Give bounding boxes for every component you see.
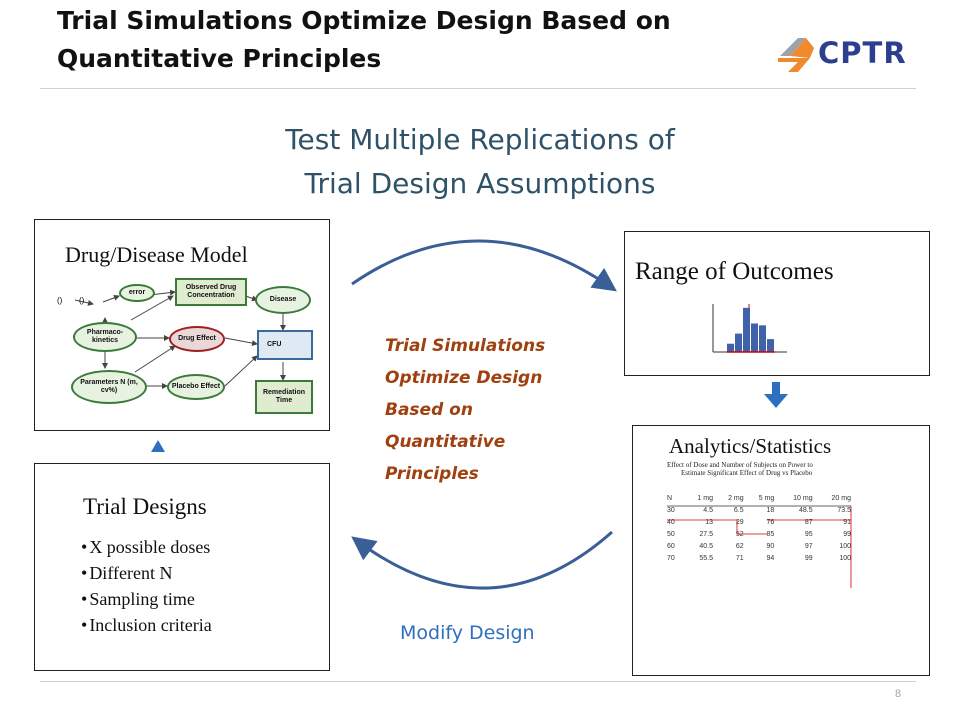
histogram-bar [767, 339, 774, 352]
analytics-statistics-panel: Analytics/Statistics Effect of Dose and … [632, 425, 930, 676]
range-of-outcomes-panel: Range of Outcomes [624, 231, 930, 376]
subtitle: Test Multiple Replications of Trial Desi… [190, 118, 770, 206]
table-cell: 40.5 [699, 542, 713, 550]
modify-design-label: Modify Design [400, 622, 535, 644]
center-line: Trial Simulations [385, 336, 546, 356]
center-line: Optimize Design [385, 368, 543, 388]
table-cell: 95 [804, 530, 813, 538]
table-cell: 76 [766, 518, 775, 526]
arrow-up-icon [151, 440, 165, 452]
table-row: 70 55.5 71 94 99 100 [667, 552, 851, 564]
analytics-caption: Effect of Dose and Number of Subjects on… [667, 461, 887, 477]
drug-disease-model-panel: Drug/Disease Model () () error Observed … [34, 219, 330, 431]
cptr-arrow-icon [778, 38, 814, 72]
table-cell: 4.5 [703, 506, 713, 514]
table-cell: 62 [735, 542, 744, 550]
slide-title-line2: Quantitative Principles [57, 44, 382, 73]
analytics-caption-line2: Estimate Significant Effect of Drug vs P… [681, 469, 813, 477]
subtitle-line1: Test Multiple Replications of [285, 123, 675, 156]
histogram-bar [751, 323, 758, 352]
page-number: 8 [895, 688, 902, 700]
table-cell: 99 [804, 554, 813, 562]
power-table-header: N 1 mg 2 mg 5 mg 10 mg 20 mg [667, 492, 851, 504]
center-line: Based on [385, 400, 473, 420]
analytics-caption-line1: Effect of Dose and Number of Subjects on… [667, 461, 813, 469]
slide-title: Trial Simulations Optimize Design Based … [57, 2, 757, 78]
table-cell: 40 [667, 518, 675, 526]
table-cell: 100 [839, 554, 851, 562]
error-node: error [119, 284, 155, 302]
drug-model-heading: Drug/Disease Model [65, 242, 248, 267]
cfu-node: CFU [257, 330, 313, 360]
trial-design-item: Different N [81, 560, 212, 586]
header-divider [40, 88, 916, 89]
table-row: 40 13 29 76 87 91 [667, 516, 851, 528]
table-cell: 48.5 [798, 506, 813, 514]
table-cell: 70 [667, 554, 675, 562]
histogram-bar [727, 343, 734, 352]
histogram-bar [759, 325, 766, 352]
table-cell: 30 [667, 506, 675, 514]
power-table-rules [667, 505, 852, 588]
arrow-down-icon [764, 382, 788, 408]
curved-arrow-bottom [351, 530, 613, 590]
center-line: Principles [385, 464, 479, 484]
table-row: 60 40.5 62 90 97 100 [667, 540, 851, 552]
model-label-a: () [57, 296, 63, 305]
remediation-time-node: Remediation Time [255, 380, 313, 414]
observed-concentration-node: Observed Drug Concentration [175, 278, 247, 306]
table-cell: 87 [804, 518, 813, 526]
table-cell: 85 [766, 530, 775, 538]
parameters-node: Parameters N (m, cv%) [71, 370, 147, 404]
footer-divider [40, 681, 916, 682]
table-cell: 29 [735, 518, 744, 526]
placebo-effect-node: Placebo Effect [167, 374, 225, 400]
trial-designs-heading: Trial Designs [83, 494, 207, 519]
table-header-cell: 20 mg [831, 494, 851, 502]
table-cell: 71 [735, 554, 744, 562]
logo-text: CPTR [818, 36, 907, 70]
disease-node: Disease [255, 286, 311, 314]
subtitle-line2: Trial Design Assumptions [304, 167, 656, 200]
table-cell: 73.5 [837, 506, 851, 514]
table-cell: 55.5 [699, 554, 713, 562]
curved-arrow-top [351, 239, 617, 292]
table-cell: 60 [667, 542, 675, 550]
table-cell: 99 [843, 530, 851, 538]
model-label-b: () [79, 296, 85, 305]
trial-design-item: Inclusion criteria [81, 612, 211, 638]
table-cell: 27.5 [699, 530, 713, 538]
table-header-cell: 10 mg [793, 494, 813, 502]
table-header-cell: 1 mg [697, 494, 713, 502]
table-cell: 91 [843, 518, 851, 526]
table-header-cell: N [667, 494, 673, 502]
cptr-logo: CPTR [776, 34, 916, 74]
table-cell: 18 [766, 506, 775, 514]
table-cell: 94 [766, 554, 775, 562]
trial-design-item: X possible doses [81, 534, 212, 560]
table-header-cell: 5 mg [758, 494, 775, 502]
histogram-bar [735, 333, 742, 352]
trial-designs-list: X possible doses Different N Sampling ti… [81, 534, 212, 638]
trial-designs-panel: Trial Designs X possible doses Different… [34, 463, 330, 671]
table-cell: 90 [766, 542, 775, 550]
center-line: Quantitative [385, 432, 506, 452]
table-cell: 50 [667, 530, 675, 538]
table-header-cell: 2 mg [728, 494, 744, 502]
outcomes-heading: Range of Outcomes [635, 258, 834, 285]
drug-effect-node: Drug Effect [169, 326, 225, 352]
outcome-histogram [712, 304, 787, 353]
trial-design-item: Sampling time [81, 586, 212, 612]
center-statement: Trial Simulations Optimize Design Based … [385, 330, 605, 490]
analytics-heading: Analytics/Statistics [669, 434, 832, 458]
histogram-bar [743, 307, 750, 352]
table-cell: 100 [839, 542, 851, 550]
table-cell: 6.5 [733, 506, 744, 514]
table-cell: 13 [705, 518, 713, 526]
table-row: 30 4.5 6.5 18 48.5 73.5 [667, 504, 851, 516]
pharmacokinetics-node: Pharmaco-kinetics [73, 322, 137, 352]
slide-title-line1: Trial Simulations Optimize Design Based … [57, 6, 671, 35]
table-cell: 97 [804, 542, 813, 550]
